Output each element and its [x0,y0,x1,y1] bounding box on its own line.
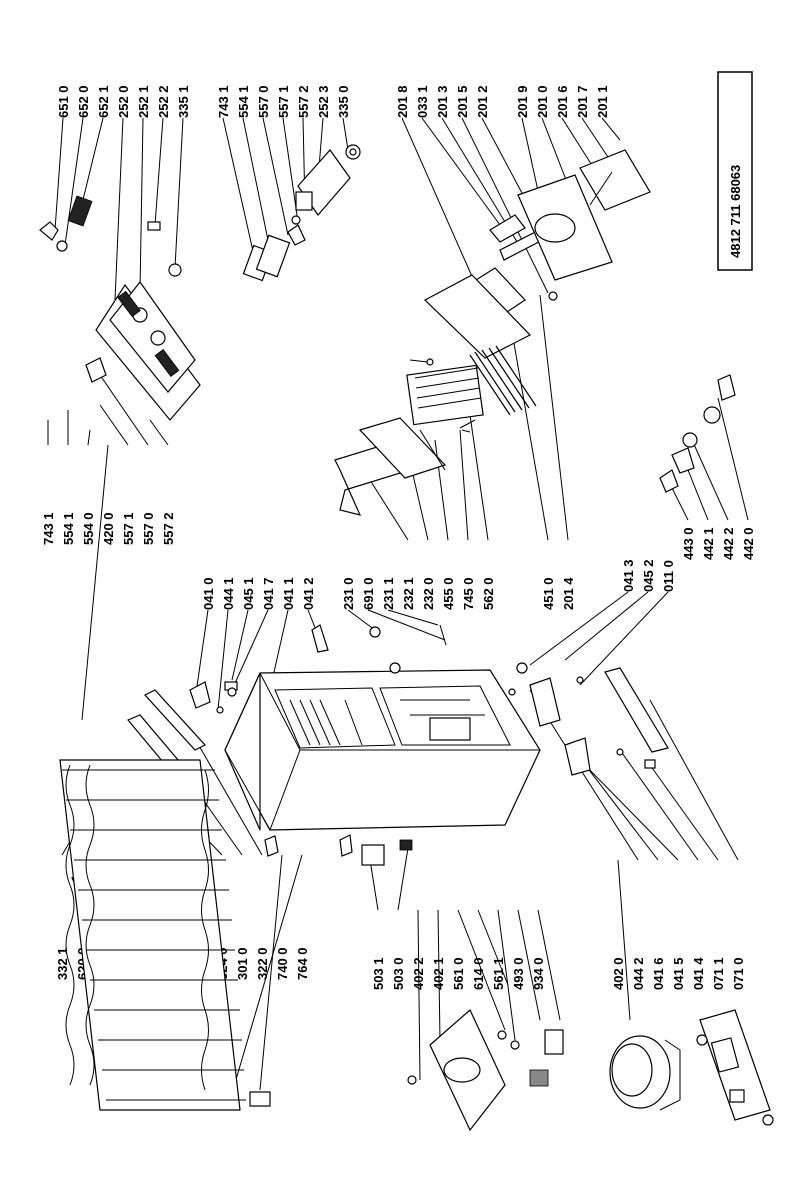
part-label: 301 0 [235,947,250,980]
part-label: 071 1 [711,957,726,990]
part-label: 232 1 [401,577,416,610]
part-label: 252 0 [116,85,131,118]
part-label: 554 1 [61,512,76,545]
part-label: 332 1 [55,947,70,980]
lamp-cover-part [242,144,361,282]
part-label: 252 1 [136,85,151,118]
part-label: 201 3 [435,85,450,118]
condenser-part [59,759,271,1111]
evaporator-coil-part [334,345,537,516]
evaporator-plate-part [423,149,651,359]
part-label: 201 9 [515,85,530,118]
parts-drawings [39,144,774,1132]
part-label: 041 0 [201,577,216,610]
part-label: 201 8 [395,85,410,118]
part-label: 651 0 [56,85,71,118]
part-label: 201 0 [535,85,550,118]
part-label: 652 0 [76,85,91,118]
part-label: 442 0 [741,527,756,560]
part-label: 691 0 [361,577,376,610]
thermostat-knob-part [39,195,182,277]
hinge-parts [508,662,669,776]
doc-number-box: 4812 711 68063 [717,71,753,271]
control-panel-part [85,280,201,421]
part-label: 743 1 [216,85,231,118]
part-label: 252 2 [156,85,171,118]
part-label: 743 1 [41,512,56,545]
part-label: 740 0 [275,947,290,980]
part-label: 455 0 [441,577,456,610]
part-label: 402 0 [611,957,626,990]
part-label: 562 0 [481,577,496,610]
part-label: 442 2 [721,527,736,560]
part-label: 201 7 [575,85,590,118]
door-hinge-top-parts [189,624,447,714]
part-label: 557 2 [296,85,311,118]
base-plate-part [696,1009,774,1126]
part-label: 614 0 [471,957,486,990]
part-label: 557 0 [141,512,156,545]
part-label: 041 5 [671,957,686,990]
refrigerator-cabinet [224,669,541,831]
part-label: 201 1 [595,85,610,118]
part-label: 554 0 [81,512,96,545]
part-label: 041 2 [301,577,316,610]
part-label: 232 0 [421,577,436,610]
part-label: 045 1 [241,577,256,610]
part-label: 503 1 [371,957,386,990]
part-label: 033 1 [415,85,430,118]
part-label: 493 0 [511,957,526,990]
compressor-part [609,1035,681,1111]
part-label: 041 4 [691,957,706,990]
part-label: 041 3 [621,559,636,592]
part-label: 231 1 [381,577,396,610]
part-label: 201 5 [455,85,470,118]
part-label: 044 1 [221,577,236,610]
part-label: 335 0 [336,85,351,118]
part-label: 335 1 [176,85,191,118]
part-label: 451 0 [541,577,556,610]
part-label: 557 1 [121,512,136,545]
part-label: 442 1 [701,527,716,560]
drip-tray-part [407,1009,564,1132]
part-label: 045 2 [641,559,656,592]
part-label: 252 3 [316,85,331,118]
part-label: 652 1 [96,85,111,118]
part-label: 420 0 [101,512,116,545]
light-bulb-parts [659,374,736,493]
part-label: 557 1 [276,85,291,118]
doc-number: 4812 711 68063 [728,165,743,258]
part-label: 557 0 [256,85,271,118]
part-label: 561 1 [491,957,506,990]
part-label: 557 2 [161,512,176,545]
part-label: 322 0 [255,947,270,980]
part-label: 041 1 [281,577,296,610]
part-label: 554 1 [236,85,251,118]
part-label: 503 0 [391,957,406,990]
part-label: 044 2 [631,957,646,990]
part-label: 231 0 [341,577,356,610]
part-label: 201 6 [555,85,570,118]
part-label: 041 7 [261,577,276,610]
relay-part [264,834,413,866]
part-label: 201 4 [561,577,576,610]
part-label: 745 0 [461,577,476,610]
part-label: 011 0 [661,560,676,592]
part-label: 764 0 [295,947,310,980]
part-label: 041 6 [651,957,666,990]
part-label: 071 0 [731,957,746,990]
part-label: 934 0 [531,957,546,990]
part-label: 443 0 [681,527,696,560]
part-label: 561 0 [451,957,466,990]
part-label: 201 2 [475,85,490,118]
